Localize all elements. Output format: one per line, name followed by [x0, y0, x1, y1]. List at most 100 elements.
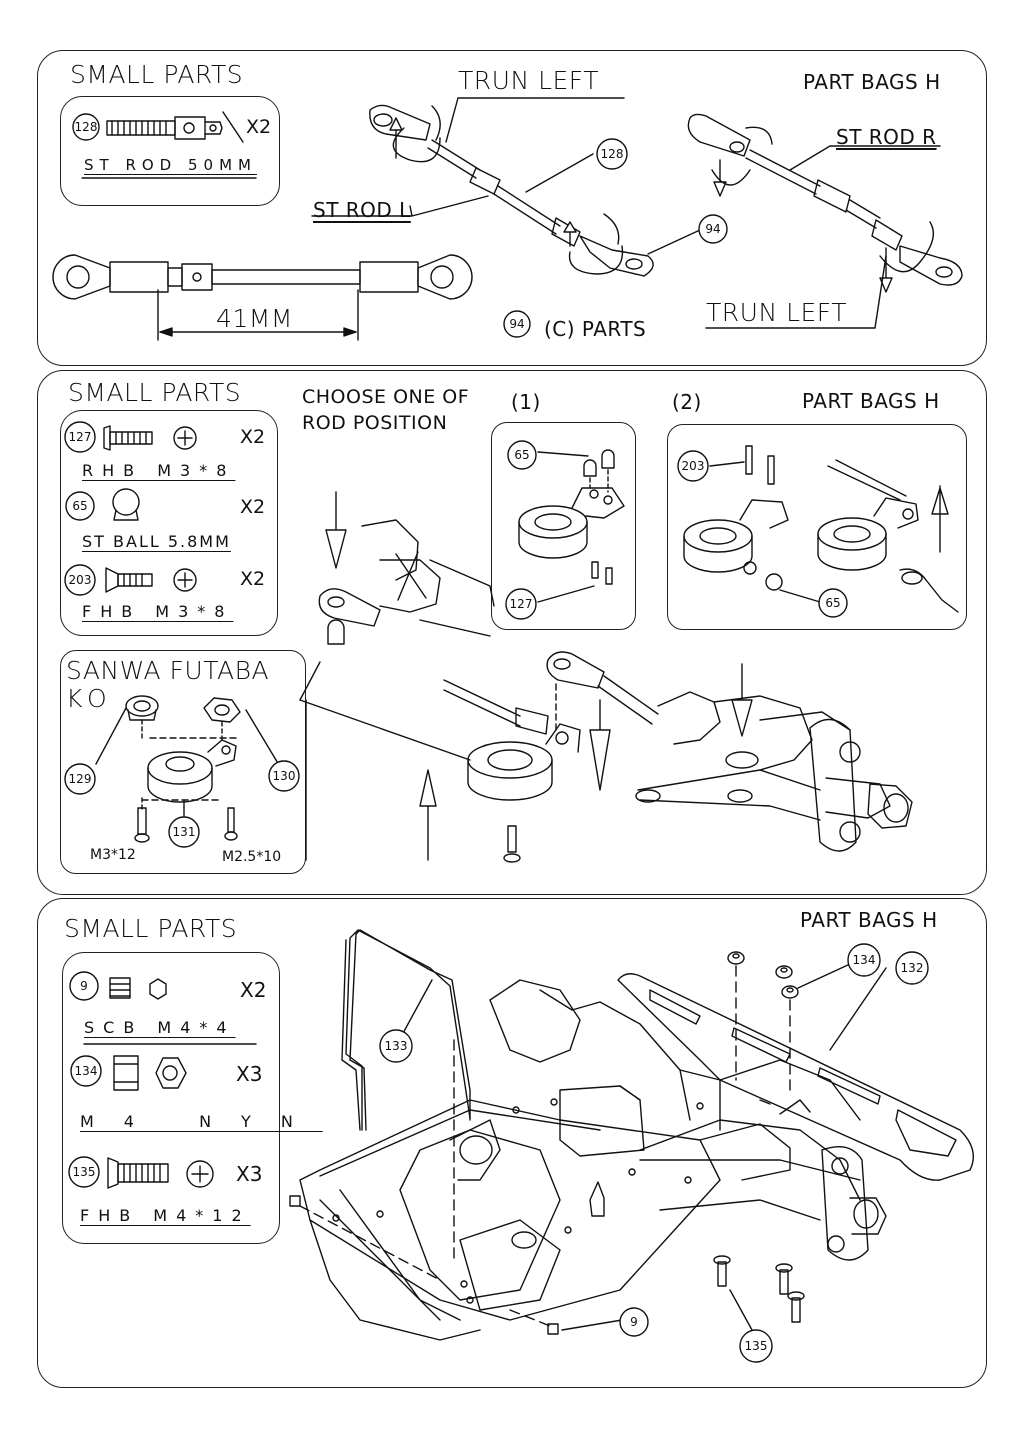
callout-134-small: [71, 1056, 101, 1086]
callout-label: 131: [173, 825, 196, 839]
st-rod-l-label: ST ROD L: [313, 198, 411, 222]
callout-130: [269, 761, 299, 791]
option-1-label: (1): [511, 390, 541, 414]
callout-label: 132: [901, 961, 924, 975]
rod-41mm-icon: [53, 255, 472, 340]
callout-129: [65, 764, 95, 794]
servo-saver-option-2: [684, 446, 958, 612]
callout-128-small: [73, 114, 99, 140]
part-203-qty: X2: [240, 568, 266, 590]
panel-chassis-bumper: [37, 898, 987, 1388]
m25x10-label: M2.5*10: [222, 849, 282, 865]
rhb-m3x8-screw-icon: [104, 426, 196, 450]
servo-horn-sanwa-detail: [96, 696, 282, 842]
callout-9: [620, 1308, 648, 1336]
callout-label: 127: [510, 597, 533, 611]
part-128-name: ST ROD 50MM: [84, 156, 257, 174]
callout-numbers: 128 128 94 94 127 65 203 65 127 203 65 1…: [69, 120, 924, 1353]
callout-label: 127: [69, 430, 92, 444]
part-135-name: FHB M4*12: [80, 1206, 251, 1225]
callout-65-small: [66, 492, 94, 520]
part-128-qty: X2: [246, 116, 272, 138]
part-134-qty: X3: [236, 1062, 263, 1086]
panel-steering-rods: [37, 50, 987, 366]
front-bumper-part: [618, 974, 973, 1180]
turn-left-label-top: TRUN LEFT: [458, 66, 600, 95]
callout-127-small: [65, 422, 95, 452]
callout-label: 130: [273, 769, 296, 783]
choose-rod-line2: ROD POSITION: [302, 412, 448, 434]
part-9-name: SCB M4*4: [84, 1018, 236, 1037]
fhb-m4x12-screw-icon: [108, 1158, 213, 1188]
scb-m4x4-set-screw-icon: [110, 978, 166, 999]
callout-label: 9: [630, 1315, 638, 1329]
callout-133: [380, 1030, 412, 1062]
callout-label: 129: [69, 772, 92, 786]
small-parts-title: SMALL PARTS: [64, 914, 238, 943]
callout-label: 203: [69, 573, 92, 587]
st-ball-icon: [113, 489, 139, 520]
small-parts-box: [60, 410, 278, 636]
callout-label: 94: [705, 222, 720, 236]
callout-203: [678, 451, 708, 481]
ko-label: KO: [66, 684, 113, 713]
part-134-name: M4 NYN: [80, 1112, 323, 1131]
callout-label: 134: [853, 953, 876, 967]
callout-circles: [65, 114, 928, 1362]
length-label: 41MM: [216, 304, 293, 333]
small-parts-box: [60, 96, 280, 206]
callout-label: 94: [509, 317, 524, 331]
sanwa-futaba-label: SANWA FUTABA: [66, 656, 270, 685]
turn-left-label-bottom: TRUN LEFT: [706, 298, 848, 327]
nuts-and-screws: [290, 952, 804, 1334]
callout-label: 135: [73, 1165, 96, 1179]
part-bags-label: PART BAGS H: [802, 389, 940, 413]
part-bags-label: PART BAGS H: [800, 908, 938, 932]
callout-94: [699, 215, 727, 243]
c-parts-label: (C) PARTS: [544, 317, 647, 341]
callout-128: [597, 139, 627, 169]
callout-label: 128: [601, 147, 624, 161]
callout-9-small: [70, 972, 98, 1000]
choose-rod-line1: CHOOSE ONE OF: [302, 386, 470, 408]
part-127-name: RHB M3*8: [82, 461, 236, 480]
st-rod-r-label: ST ROD R: [836, 125, 937, 149]
part-65-name: ST BALL 5.8MM: [82, 532, 231, 551]
chassis-assembly: [300, 930, 886, 1340]
callout-203-small: [65, 565, 95, 595]
callout-label: 65: [72, 499, 87, 513]
st-rod-50mm-icon: [107, 112, 243, 142]
small-parts-title: SMALL PARTS: [70, 60, 244, 89]
callout-label: 135: [745, 1339, 768, 1353]
callout-label: 9: [80, 979, 88, 993]
m4-nylon-nut-icon: [114, 1056, 186, 1090]
st-rod-l-assembly: [370, 105, 653, 276]
st-rod-r-assembly: [688, 114, 962, 292]
part-135-qty: X3: [236, 1162, 263, 1186]
part-127-qty: X2: [240, 426, 266, 448]
part-203-name: FHB M3*8: [82, 602, 234, 621]
callout-label: 203: [682, 459, 705, 473]
callout-label: 134: [75, 1064, 98, 1078]
fhb-m3x8-screw-icon: [106, 568, 196, 592]
callout-134: [848, 944, 880, 976]
part-9-qty: X2: [240, 978, 267, 1002]
antenna-wire: [346, 930, 470, 1130]
callout-label: 133: [385, 1039, 408, 1053]
option-2-label: (2): [672, 390, 702, 414]
callout-label: 65: [825, 596, 840, 610]
callout-135-small: [69, 1157, 99, 1187]
servo-saver-option-1: [519, 450, 624, 602]
small-parts-title: SMALL PARTS: [68, 378, 242, 407]
callout-135: [740, 1330, 772, 1362]
callout-127: [506, 589, 536, 619]
callout-label: 65: [514, 448, 529, 462]
m3x12-label: M3*12: [90, 847, 136, 863]
option-2-box: [667, 424, 967, 630]
panel-servo-saver: [37, 370, 987, 895]
small-parts-box: [62, 952, 280, 1244]
part-65-qty: X2: [240, 496, 266, 518]
callout-65b: [819, 589, 847, 617]
